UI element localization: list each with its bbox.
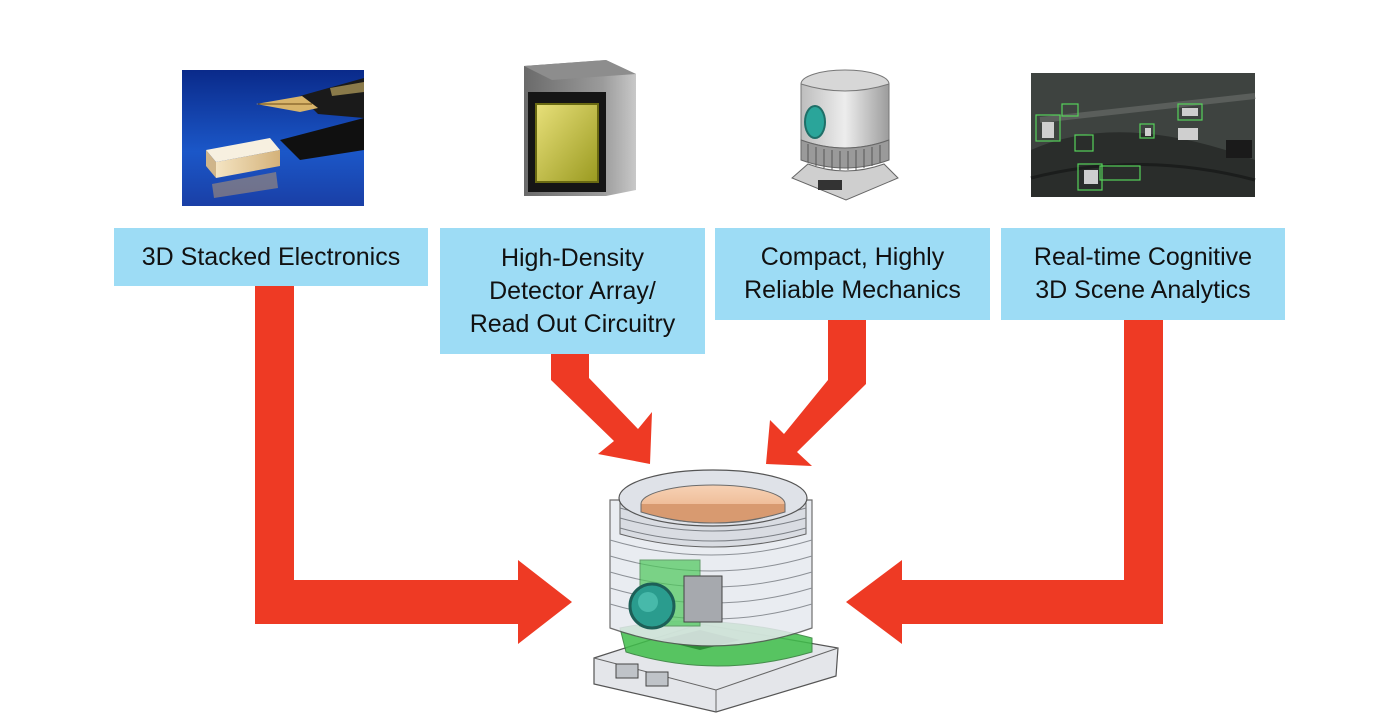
arrow-electronics bbox=[255, 284, 572, 644]
label-text: 3D Stacked Electronics bbox=[141, 242, 401, 271]
lidar-assembly-image bbox=[593, 469, 839, 713]
label-3d-stacked-electronics: 3D Stacked Electronics bbox=[114, 228, 428, 286]
label-text: Compact, Highly Reliable Mechanics bbox=[744, 243, 961, 304]
arrow-detector bbox=[551, 352, 652, 464]
label-detector-array: High-Density Detector Array/ Read Out Ci… bbox=[440, 228, 705, 354]
label-text: Real-time Cognitive 3D Scene Analytics bbox=[1033, 243, 1253, 304]
mechanics-housing-image bbox=[791, 69, 899, 201]
scene-analytics-image bbox=[1030, 73, 1256, 197]
label-mechanics: Compact, Highly Reliable Mechanics bbox=[715, 228, 990, 320]
arrow-mechanics bbox=[766, 318, 866, 466]
detector-array-image bbox=[524, 60, 636, 196]
label-text: High-Density Detector Array/ Read Out Ci… bbox=[469, 243, 676, 338]
arrow-analytics bbox=[846, 318, 1163, 644]
stacked-electronics-image bbox=[182, 70, 364, 206]
label-scene-analytics: Real-time Cognitive 3D Scene Analytics bbox=[1001, 228, 1285, 320]
